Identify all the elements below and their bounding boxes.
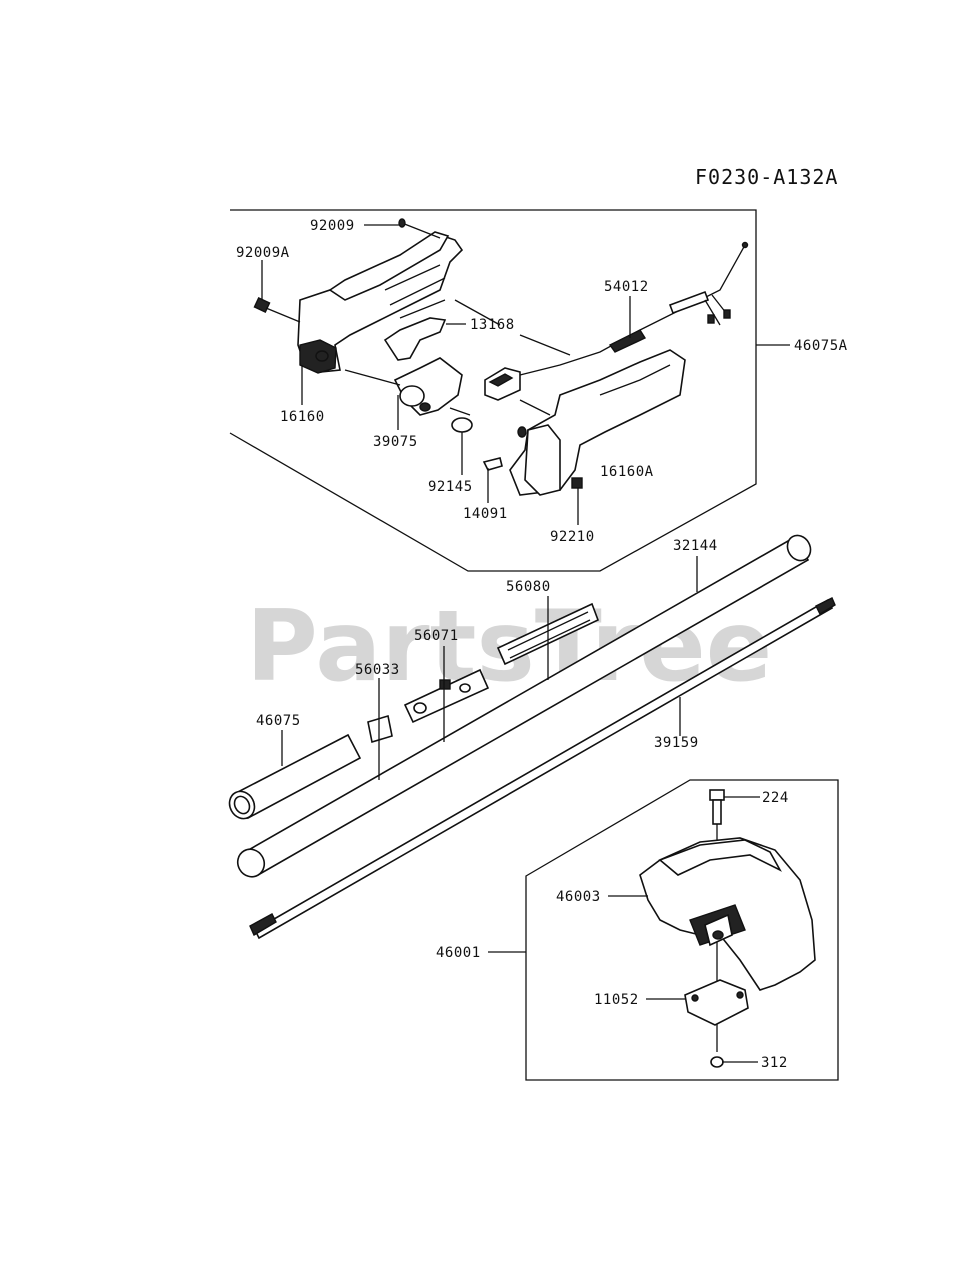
- clamp-56033: [367, 714, 393, 744]
- outer-shaft-tube: [236, 534, 812, 878]
- nut-92210: [571, 477, 583, 489]
- label-312: 312: [761, 1055, 788, 1071]
- throttle-lever: [393, 357, 463, 416]
- label-16160a: 16160A: [600, 464, 654, 480]
- warning-label: [403, 668, 490, 724]
- handle-assembly-group-box: [229, 209, 757, 572]
- handle-housing-right: [509, 349, 686, 496]
- label-39159: 39159: [654, 735, 699, 751]
- nut-312: [710, 1056, 724, 1068]
- figure-code: F0230-A132A: [695, 165, 838, 189]
- label-56071: 56071: [414, 628, 459, 644]
- label-92210: 92210: [550, 529, 595, 545]
- handle-clamp: [684, 979, 749, 1026]
- label-11052: 11052: [594, 992, 639, 1008]
- label-46003: 46003: [556, 889, 601, 905]
- throttle-trigger: [383, 317, 447, 361]
- bolt-92009a: [253, 297, 301, 323]
- label-56033: 56033: [355, 662, 400, 678]
- label-54012: 54012: [604, 279, 649, 295]
- loop-handle-group-box: [525, 779, 839, 1081]
- label-32144: 32144: [673, 538, 718, 554]
- grip-tube: [228, 733, 362, 820]
- throttle-cable: [519, 241, 749, 376]
- label-46075a: 46075A: [794, 338, 848, 354]
- label-92009: 92009: [310, 218, 355, 234]
- spring-ring: [451, 417, 473, 433]
- screw-92009: [398, 218, 441, 239]
- label-46001: 46001: [436, 945, 481, 961]
- label-39075: 39075: [373, 434, 418, 450]
- label-13168: 13168: [470, 317, 515, 333]
- label-46075: 46075: [256, 713, 301, 729]
- label-14091: 14091: [463, 506, 508, 522]
- bolt-224: [709, 789, 725, 825]
- stop-switch: [484, 367, 521, 401]
- loop-handle: [639, 837, 816, 991]
- label-92009a: 92009A: [236, 245, 290, 261]
- label-92145: 92145: [428, 479, 473, 495]
- drive-shaft: [249, 597, 836, 940]
- handle-housing-left: [297, 231, 464, 374]
- label-224: 224: [762, 790, 789, 806]
- label-16160: 16160: [280, 409, 325, 425]
- label-56080: 56080: [506, 579, 551, 595]
- clip: [482, 457, 503, 471]
